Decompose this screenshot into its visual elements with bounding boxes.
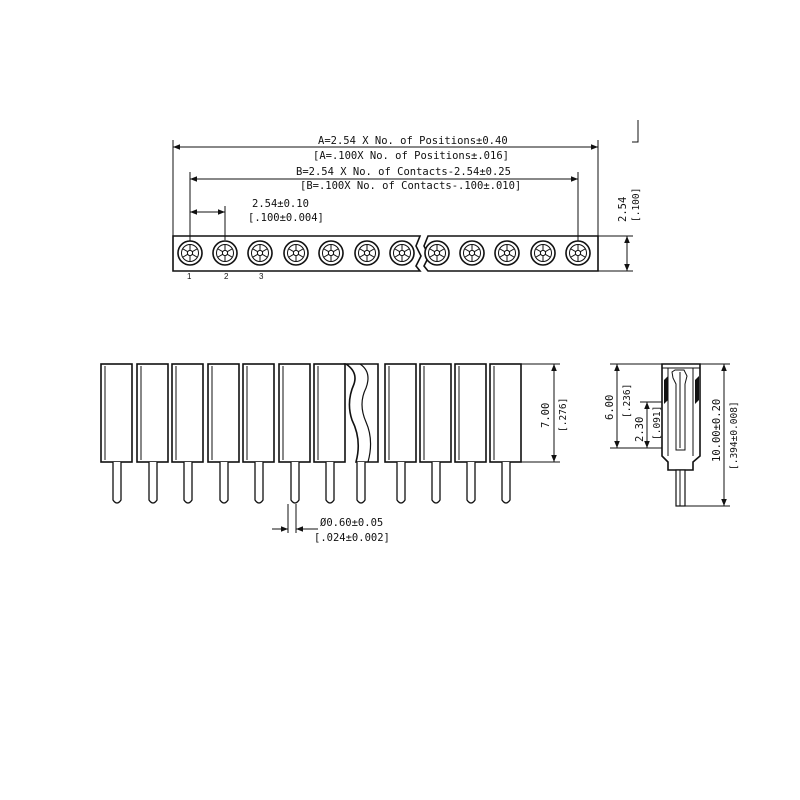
pin-label-2: 2	[224, 272, 229, 281]
front-height-inch-text: [.276]	[558, 398, 569, 432]
front-contact-10	[454, 363, 487, 504]
body-height-text: 6.00	[604, 395, 616, 420]
contact-11	[530, 240, 556, 266]
front-contact-2	[136, 363, 169, 504]
pitch-text: 2.54±0.10	[252, 198, 309, 210]
contact-7	[389, 240, 415, 266]
contact-12	[565, 240, 591, 266]
front-view: 7.00 [.276] Ø0.60±0.05 [.024±0.002]	[100, 363, 569, 544]
contact-1	[177, 240, 203, 266]
strip-left-body	[172, 235, 422, 272]
pin-dia-inch-text: [.024±0.002]	[314, 532, 390, 544]
contact-8	[424, 240, 450, 266]
step-inch-text: [.091]	[652, 406, 663, 440]
dim-a-text: A=2.54 X No. of Positions±0.40	[318, 135, 508, 147]
front-contact-4	[207, 363, 240, 504]
front-contact-9	[419, 363, 452, 504]
contact-2	[212, 240, 238, 266]
front-contact-3	[171, 363, 204, 504]
body-height-inch-text: [.236]	[622, 384, 633, 418]
side-view: 6.00 [.236] 2.30 [.091] 10.00±0.20 [.394…	[604, 363, 740, 507]
contact-5	[318, 240, 344, 266]
contact-6	[354, 240, 380, 266]
pin-label-3: 3	[259, 272, 264, 281]
contact-9	[459, 240, 485, 266]
step-text: 2.30	[634, 417, 646, 442]
pitch-inch-text: [.100±0.004]	[248, 212, 324, 224]
side-housing	[661, 363, 701, 471]
pin-label-1: 1	[187, 272, 192, 281]
front-break-body	[343, 363, 379, 504]
front-contact-5	[242, 363, 275, 504]
dim-b-inch-text: [B=.100X No. of Contacts-.100±.010]	[300, 180, 521, 192]
strip-right-body	[423, 235, 599, 272]
front-contact-7	[313, 363, 346, 504]
width-inch-text: [.100]	[631, 188, 642, 222]
section-mark	[632, 120, 639, 143]
contact-row	[177, 240, 591, 266]
contact-10	[494, 240, 520, 266]
front-contact-1	[100, 363, 133, 504]
contact-3	[247, 240, 273, 266]
front-contact-11	[489, 363, 522, 504]
contact-4	[283, 240, 309, 266]
side-contact	[671, 369, 688, 451]
top-view: A=2.54 X No. of Positions±0.40 [A=.100X …	[172, 120, 642, 281]
width-text: 2.54	[617, 197, 629, 222]
pin-dia-text: Ø0.60±0.05	[320, 517, 383, 529]
total-height-inch-text: [.394±0.008]	[729, 401, 740, 470]
total-height-text: 10.00±0.20	[711, 399, 723, 462]
dim-a-inch-text: [A=.100X No. of Positions±.016]	[313, 150, 509, 162]
dim-b-text: B=2.54 X No. of Contacts-2.54±0.25	[296, 166, 511, 178]
front-contacts	[100, 363, 522, 504]
front-contact-8	[384, 363, 417, 504]
front-contact-6	[278, 363, 311, 504]
front-height-text: 7.00	[540, 403, 552, 428]
